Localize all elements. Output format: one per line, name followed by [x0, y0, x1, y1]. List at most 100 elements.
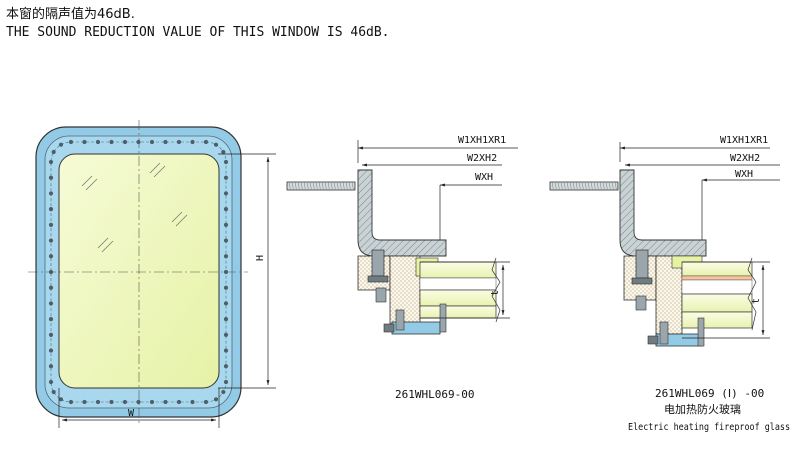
stud-thread: [306, 181, 309, 191]
section-a-stud-threads: [288, 181, 354, 191]
section-a-lower-cleat: [375, 287, 387, 303]
frame-bolt: [163, 399, 168, 405]
header-english: THE SOUND REDUCTION VALUE OF THIS WINDOW…: [6, 25, 390, 40]
frame-bolt: [82, 139, 87, 145]
frame-bolt: [48, 301, 54, 306]
stud-thread: [324, 181, 327, 191]
section-a-dim-3: WXH: [475, 172, 493, 183]
frame-bolt: [223, 159, 229, 165]
stud-thread: [336, 181, 339, 191]
stud-thread: [584, 181, 587, 191]
stud-thread: [315, 181, 318, 191]
section-b-bolt: [635, 249, 649, 279]
frame-bolt: [51, 389, 56, 395]
frame-bolt: [223, 191, 229, 196]
section-a-bolt: [371, 249, 385, 277]
section-b-steel-angle: [619, 169, 707, 257]
stud-thread: [590, 181, 593, 191]
stud-thread: [345, 181, 348, 191]
stud-thread: [581, 181, 584, 191]
section-a-glass-break-line: [491, 257, 501, 323]
section-b: W1XH1XR1 W2XH2 WXH t 261WHL069 (Ⅰ) -00 电…: [549, 135, 790, 433]
stud-thread: [342, 181, 345, 191]
stud-thread: [330, 181, 333, 191]
frame-bolt: [223, 238, 229, 243]
frame-bolt: [223, 222, 229, 227]
frame-bolt: [48, 254, 54, 259]
stud-thread: [303, 181, 306, 191]
stud-thread: [351, 181, 354, 191]
frame-bolt: [221, 149, 226, 155]
frame-bolt: [223, 175, 229, 180]
stud-thread: [288, 181, 291, 191]
stud-thread: [560, 181, 563, 191]
section-a-thickness-label: t: [490, 290, 501, 296]
frame-bolt: [190, 139, 195, 145]
section-b-bolt-head: [631, 277, 653, 285]
frame-bolt: [136, 139, 141, 145]
window-elevation: H W: [28, 120, 276, 428]
section-b-wall-stud: [549, 181, 619, 191]
section-b-heating-film: [681, 275, 753, 281]
frame-bolt: [213, 142, 219, 147]
stud-thread: [554, 181, 557, 191]
stud-thread: [339, 181, 342, 191]
frame-bolt: [109, 139, 114, 145]
frame-bolt: [221, 389, 226, 395]
frame-bolt: [48, 159, 54, 165]
stud-thread: [572, 181, 575, 191]
height-label: H: [255, 255, 266, 261]
section-a-wall-stud: [286, 181, 356, 191]
frame-bolt: [223, 285, 229, 290]
height-dimension: [218, 153, 276, 389]
frame-bolt: [122, 139, 128, 145]
section-b-dim-1: W1XH1XR1: [720, 135, 768, 146]
frame-bolt: [48, 222, 54, 227]
stud-thread: [593, 181, 596, 191]
section-a-glass-pane-3: [419, 305, 497, 319]
stud-thread: [575, 181, 578, 191]
stud-thread: [587, 181, 590, 191]
frame-bolt: [48, 332, 54, 337]
centerlines: [28, 120, 248, 424]
section-a-clamp-bolt: [395, 309, 405, 331]
stud-thread: [297, 181, 300, 191]
header-chinese: 本窗的隔声值为46dB.: [6, 7, 135, 22]
section-a-thickness-dimension: [420, 261, 510, 319]
frame-bolt: [48, 207, 54, 212]
section-b-lower-cleat: [635, 295, 647, 311]
frame-bolt: [82, 399, 87, 405]
section-b-thickness-dimension: [682, 261, 770, 339]
section-b-dimension-lines: [619, 142, 780, 245]
stud-thread: [602, 181, 605, 191]
section-b-glass-pane-3: [681, 311, 753, 329]
stud-thread: [551, 181, 554, 191]
frame-bolt: [48, 175, 54, 180]
bolt-ring: [48, 139, 229, 405]
frame-bolt: [163, 139, 168, 145]
frame-bolt: [223, 301, 229, 306]
frame-bolt: [48, 379, 54, 385]
frame-bolt: [223, 379, 229, 385]
frame-bolt: [223, 348, 229, 353]
frame-bolt: [149, 399, 155, 405]
stud-thread: [294, 181, 297, 191]
section-a-steel-angle: [357, 169, 447, 257]
frame-bolt: [95, 399, 101, 405]
stud-thread: [563, 181, 566, 191]
section-b-stud-threads: [551, 181, 617, 191]
section-a-glass-pane-1: [419, 261, 497, 279]
stud-thread: [611, 181, 614, 191]
frame-bolt: [223, 317, 229, 322]
section-b-thickness-label: t: [751, 298, 762, 304]
stud-thread: [348, 181, 351, 191]
frame-bolt: [213, 397, 219, 402]
section-b-glass-pane-1: [681, 261, 753, 277]
frame-bolt: [190, 399, 195, 405]
section-a-sash-frame: [389, 255, 421, 325]
stud-thread: [605, 181, 608, 191]
section-b-glass-gap: [681, 279, 753, 295]
frame-bolt: [203, 139, 209, 145]
frame-bolt: [223, 364, 229, 369]
